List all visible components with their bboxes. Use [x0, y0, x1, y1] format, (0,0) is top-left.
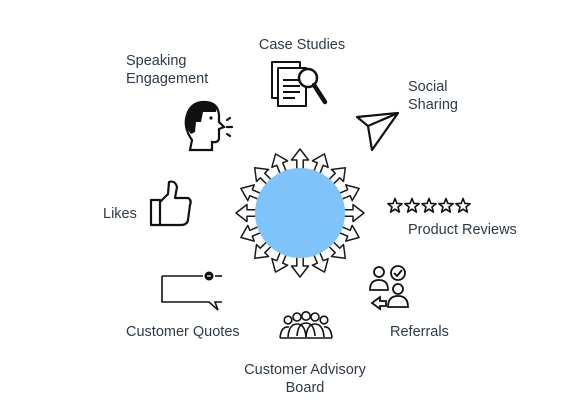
label-likes: Likes [103, 206, 137, 222]
star-1 [387, 197, 403, 213]
label-speaking-line1: Speaking [126, 53, 187, 69]
star-2 [404, 197, 420, 213]
quote-bubble-icon [161, 271, 222, 311]
center-circle [255, 168, 345, 258]
label-product-reviews: Product Reviews [408, 222, 517, 238]
document-magnifier-icon [271, 61, 328, 107]
paper-plane-icon [355, 111, 400, 152]
label-social-line1: Social [408, 79, 448, 95]
referral-people-icon [369, 265, 409, 311]
label-speaking-engagement: Speaking Engagement [126, 52, 208, 88]
five-stars-icon [387, 197, 471, 213]
label-social-sharing: Social Sharing [408, 78, 458, 114]
label-customer-advisory-board: Customer Advisory Board [230, 361, 380, 397]
label-social-line2: Sharing [408, 97, 458, 113]
group-icon [279, 310, 333, 339]
label-speaking-line2: Engagement [126, 71, 209, 87]
star-3 [421, 197, 437, 213]
label-cab-line2: Board [285, 380, 325, 396]
star-5 [455, 197, 471, 213]
speaking-head-icon [184, 100, 234, 152]
label-case-studies: Case Studies [258, 37, 346, 53]
star-4 [438, 197, 454, 213]
label-customer-quotes: Customer Quotes [126, 324, 240, 340]
label-cab-line1: Customer Advisory [244, 362, 366, 378]
label-referrals: Referrals [390, 324, 449, 340]
thumbs-up-icon [149, 180, 192, 227]
